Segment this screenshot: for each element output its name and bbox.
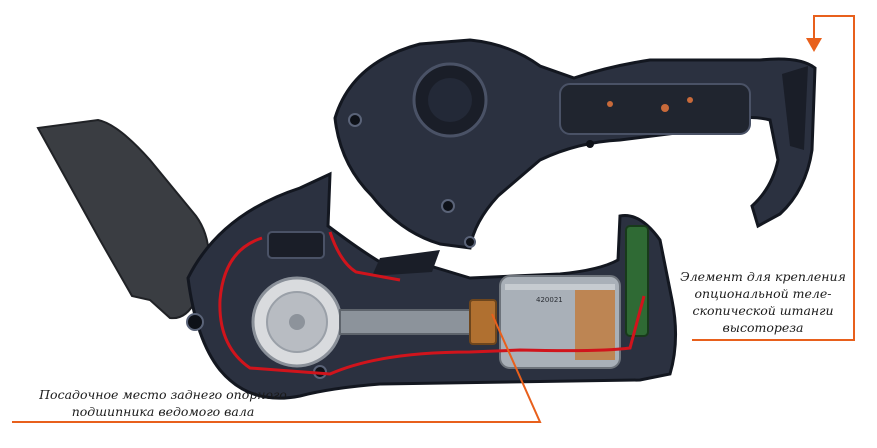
lower-housing-half: 420021 [186,171,678,400]
pole-caption-line-3: скопической штанги [692,303,834,318]
pole-caption-line-4: высотореза [722,320,804,335]
motor-label: 420021 [536,296,563,304]
red-wire-2 [328,231,401,282]
blade-guard [36,118,210,320]
bearing-seat-caption: Посадочное место заднего опорного подшип… [8,386,318,420]
pole-caption-line-2: опциональной теле- [694,286,832,301]
callout-arrow-pole-mount [806,38,822,52]
callout-line-bearing [12,313,542,423]
bearing-caption-line-2: подшипника ведомого вала [71,404,255,419]
pole-mount-caption: Элемент для крепления опциональной теле-… [668,268,858,336]
bearing-caption-line-1: Посадочное место заднего опорного [39,387,287,402]
pole-caption-line-1: Элемент для крепления [680,269,846,284]
callout-line-pole-mount [692,15,855,341]
upper-housing-half [333,38,817,250]
electric-motor: 420021 [499,275,621,369]
switch-circuit-board [625,225,649,337]
driven-shaft [339,309,491,335]
red-wire [218,236,646,376]
